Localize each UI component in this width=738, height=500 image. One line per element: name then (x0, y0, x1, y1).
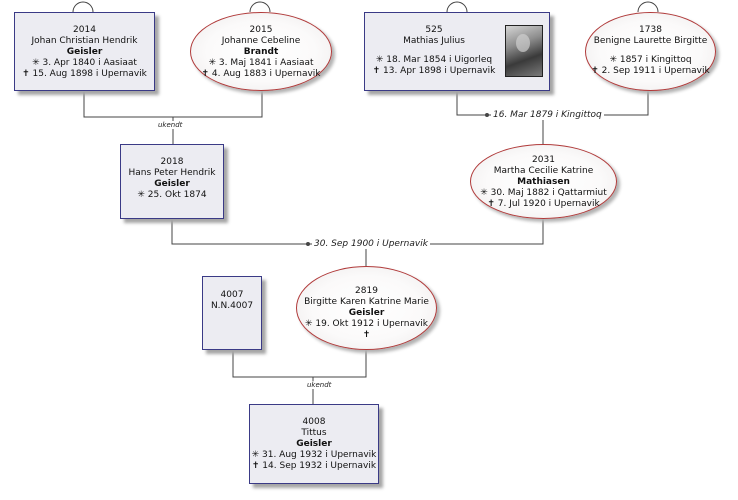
person-death: ✝ 14. Sep 1932 i Upernavik (251, 461, 377, 471)
person-card-4007[interactable]: 4007 N.N.4007 (202, 276, 262, 350)
ancestor-arc-2015 (249, 1, 271, 13)
person-birth: ✳ 31. Aug 1932 i Upernavik (251, 450, 377, 460)
person-card-2819[interactable]: 2819 Birgitte Karen Katrine Marie Geisle… (296, 266, 437, 350)
person-surname: Geisler (66, 47, 103, 57)
person-card-2018[interactable]: 2018 Hans Peter Hendrik Geisler ✳ 25. Ok… (120, 144, 224, 219)
person-id: 1738 (639, 25, 662, 35)
person-given-name: N.N.4007 (210, 301, 254, 311)
person-given-name: Johan Christian Hendrik (31, 36, 138, 46)
person-given-name: Johanne Cebeline (221, 36, 301, 46)
person-given-name: Benigne Laurette Birgitte (593, 36, 708, 46)
marriage-label-2: 16. Mar 1879 i Kingittoq (491, 110, 604, 120)
person-surname: Geisler (296, 439, 332, 449)
person-id: 525 (425, 25, 443, 35)
person-card-4008[interactable]: 4008 Tittus Geisler ✳ 31. Aug 1932 i Upe… (249, 404, 379, 484)
person-surname: Brandt (243, 47, 279, 57)
couple-line-4007-2819 (232, 350, 367, 378)
person-id: 4007 (220, 290, 244, 300)
person-surname: Geisler (348, 308, 385, 318)
marriage-label-3: 30. Sep 1900 i Upernavik (312, 239, 430, 249)
person-given-name: Mathias Julius (403, 36, 465, 46)
marriage-label-4: ukendt (307, 381, 332, 389)
person-birth: ✳ 25. Okt 1874 (137, 190, 207, 200)
person-id: 4008 (302, 417, 326, 427)
person-photo (505, 25, 543, 77)
person-surname: Mathiasen (517, 177, 570, 187)
person-given-name: Birgitte Karen Katrine Marie (304, 297, 429, 307)
person-birth: ✳ 19. Okt 1912 i Upernavik (304, 319, 429, 329)
person-card-2031[interactable]: 2031 Martha Cecilie Katrine Mathiasen ✳ … (470, 144, 617, 219)
person-death: ✝ (362, 330, 371, 340)
person-death: ✝ 7. Jul 1920 i Upernavik (487, 199, 600, 209)
person-birth: ✳ 3. Maj 1841 i Aasiaat (208, 58, 314, 68)
person-birth: ✳ 18. Mar 1854 i Uigorleq (375, 55, 493, 65)
couple-line-2014-2015 (83, 91, 263, 118)
person-death: ✝ 15. Aug 1898 i Upernavik (22, 69, 147, 79)
marriage-label-1: ukendt (158, 121, 183, 129)
person-death: ✝ 2. Sep 1911 i Upernavik (591, 66, 710, 76)
person-surname: Geisler (154, 179, 190, 189)
person-id: 2018 (160, 157, 184, 167)
ancestor-arc-2014 (72, 1, 94, 13)
person-id: 2819 (355, 286, 378, 296)
person-id: 2014 (73, 25, 96, 35)
marriage-dot-3 (306, 242, 310, 246)
ancestor-arc-525 (446, 1, 468, 13)
person-id: 2031 (532, 155, 555, 165)
person-given-name: Tittus (301, 428, 327, 438)
person-birth: ✳ 3. Apr 1840 i Aasiaat (32, 58, 137, 68)
person-id: 2015 (249, 25, 273, 35)
person-card-2015[interactable]: 2015 Johanne Cebeline Brandt ✳ 3. Maj 18… (190, 12, 332, 91)
person-given-name: Martha Cecilie Katrine (493, 166, 594, 176)
person-card-525[interactable]: 525 Mathias Julius ✳ 18. Mar 1854 i Uigo… (364, 12, 550, 91)
ancestor-arc-1738 (637, 1, 659, 13)
person-death: ✝ 4. Aug 1883 i Upernavik (201, 69, 321, 79)
person-card-1738[interactable]: 1738 Benigne Laurette Birgitte ✳ 1857 i … (585, 12, 716, 91)
person-card-2014[interactable]: 2014 Johan Christian Hendrik Geisler ✳ 3… (14, 12, 155, 91)
marriage-dot-2 (485, 113, 489, 117)
person-birth: ✳ 30. Maj 1882 i Qattarmiut (480, 188, 607, 198)
person-birth: ✳ 1857 i Kingittoq (609, 55, 692, 65)
person-given-name: Hans Peter Hendrik (128, 168, 216, 178)
person-death: ✝ 13. Apr 1898 i Upernavik (372, 66, 496, 76)
